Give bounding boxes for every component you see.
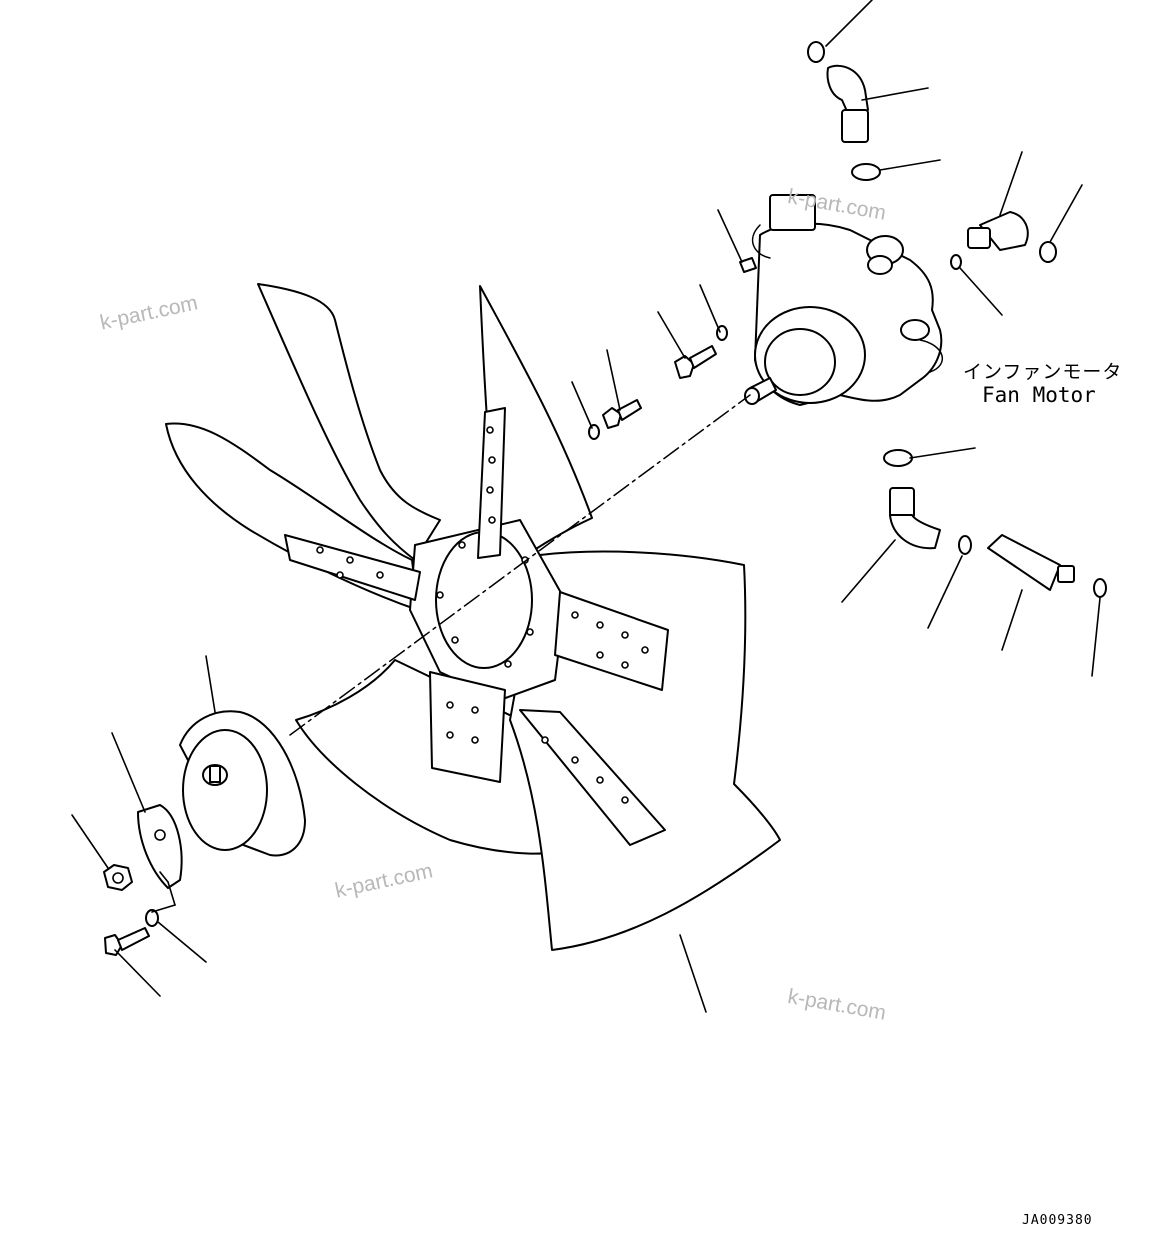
o-ring-right	[1039, 241, 1057, 263]
key	[739, 257, 757, 273]
fan-motor-label-jp: インファンモータ	[963, 361, 1123, 383]
bolt-lower	[104, 927, 150, 956]
fan-assembly	[165, 283, 781, 951]
o-ring-far-right	[1093, 578, 1107, 598]
blade-strip-bottom-left	[429, 671, 506, 783]
o-ring-top	[807, 41, 825, 63]
o-ring-upper	[851, 163, 881, 181]
leader-lines	[71, 0, 1101, 1013]
bracket-hole	[154, 829, 166, 841]
fan-spacer	[179, 710, 306, 857]
fan-blade-upper-left	[257, 283, 441, 561]
washer-small	[145, 909, 159, 927]
bolt-motor	[674, 345, 717, 379]
fan-motor	[744, 194, 944, 406]
drawing-code: JA009380	[1022, 1213, 1093, 1228]
blade-strip-bottom	[519, 709, 666, 846]
rivet-holes	[316, 426, 649, 804]
o-ring-lower	[883, 449, 913, 467]
o-ring-right-small	[950, 254, 962, 270]
fan-motor-label-en: Fan Motor	[982, 383, 1096, 407]
elbow-fitting-right	[967, 211, 1029, 251]
washer-blade	[588, 424, 600, 440]
o-ring-mid	[958, 535, 972, 555]
bracket-plate	[137, 804, 183, 889]
check-valve	[987, 534, 1075, 591]
elbow-fitting-lower	[889, 487, 941, 550]
center-axis	[289, 394, 751, 736]
elbow-fitting-top	[826, 64, 869, 143]
blade-strip-right	[554, 591, 669, 691]
bolt-blade	[602, 399, 642, 429]
fan-blade-top	[479, 285, 593, 561]
blade-strip-top	[477, 407, 506, 559]
